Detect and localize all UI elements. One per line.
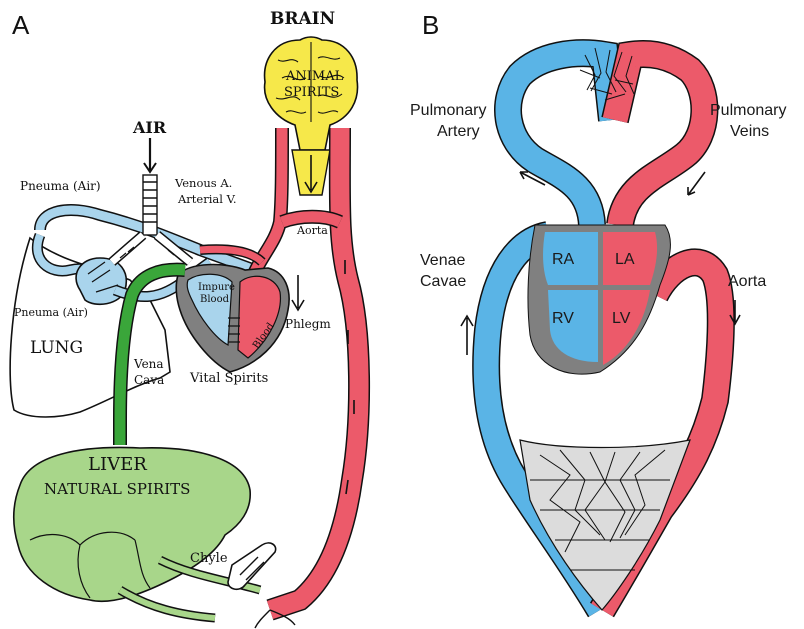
- impure-blood-label-1: Impure: [198, 282, 235, 293]
- pneuma-air-lung-label: Pneuma (Air): [14, 306, 88, 319]
- phlegm-label: Phlegm: [285, 317, 331, 331]
- pulmonary-artery-fill: [508, 53, 612, 225]
- pulmonary-veins-label-1: Pulmonary: [710, 102, 786, 119]
- air-label: AIR: [132, 118, 167, 137]
- pneuma-air-top-label: Pneuma (Air): [20, 179, 101, 193]
- vital-spirits-label: Vital Spirits: [189, 371, 268, 386]
- animal-spirits-label-2: SPIRITS: [284, 85, 339, 100]
- animal-spirits-label-1: ANIMAL: [285, 69, 344, 84]
- aorta-a-label: Aorta: [296, 224, 328, 237]
- ra-label: RA: [552, 251, 575, 268]
- lv-label: LV: [612, 310, 631, 327]
- venae-cavae-arrow: [461, 316, 473, 355]
- pulmonary-veins-fill: [615, 54, 704, 225]
- la-label: LA: [615, 251, 635, 268]
- panel-a: A: [10, 9, 359, 628]
- vena-cava-label-2: Cava: [134, 373, 164, 387]
- lung-label: LUNG: [30, 338, 83, 358]
- venae-cavae-label-2: Cavae: [420, 273, 466, 290]
- phlegm-arrow: [292, 275, 304, 310]
- brain-label: BRAIN: [270, 9, 335, 29]
- impure-blood-label-2: Blood: [200, 294, 230, 305]
- venae-cavae-label-1: Venae: [420, 252, 465, 269]
- pulmonary-veins-arrow: [688, 172, 705, 195]
- panel-b: B Pulmonary Artery P: [410, 10, 786, 610]
- natural-spirits-label: NATURAL SPIRITS: [44, 480, 190, 498]
- panel-b-letter: B: [422, 10, 439, 40]
- intestine-shape: [228, 543, 276, 589]
- rv-label: RV: [552, 310, 574, 327]
- chyle-label: Chyle: [190, 551, 228, 566]
- pulmonary-artery-label-1: Pulmonary: [410, 102, 486, 119]
- liver-label: LIVER: [88, 454, 147, 475]
- pulmonary-artery-label-2: Artery: [437, 123, 480, 140]
- venous-a-label: Venous A.: [174, 176, 232, 190]
- panel-a-letter: A: [12, 10, 30, 40]
- aorta-b-label: Aorta: [728, 273, 766, 290]
- vena-cava-label-1: Vena: [133, 357, 164, 371]
- arterial-v-label: Arterial V.: [177, 192, 237, 206]
- pulmonary-veins-label-2: Veins: [730, 123, 769, 140]
